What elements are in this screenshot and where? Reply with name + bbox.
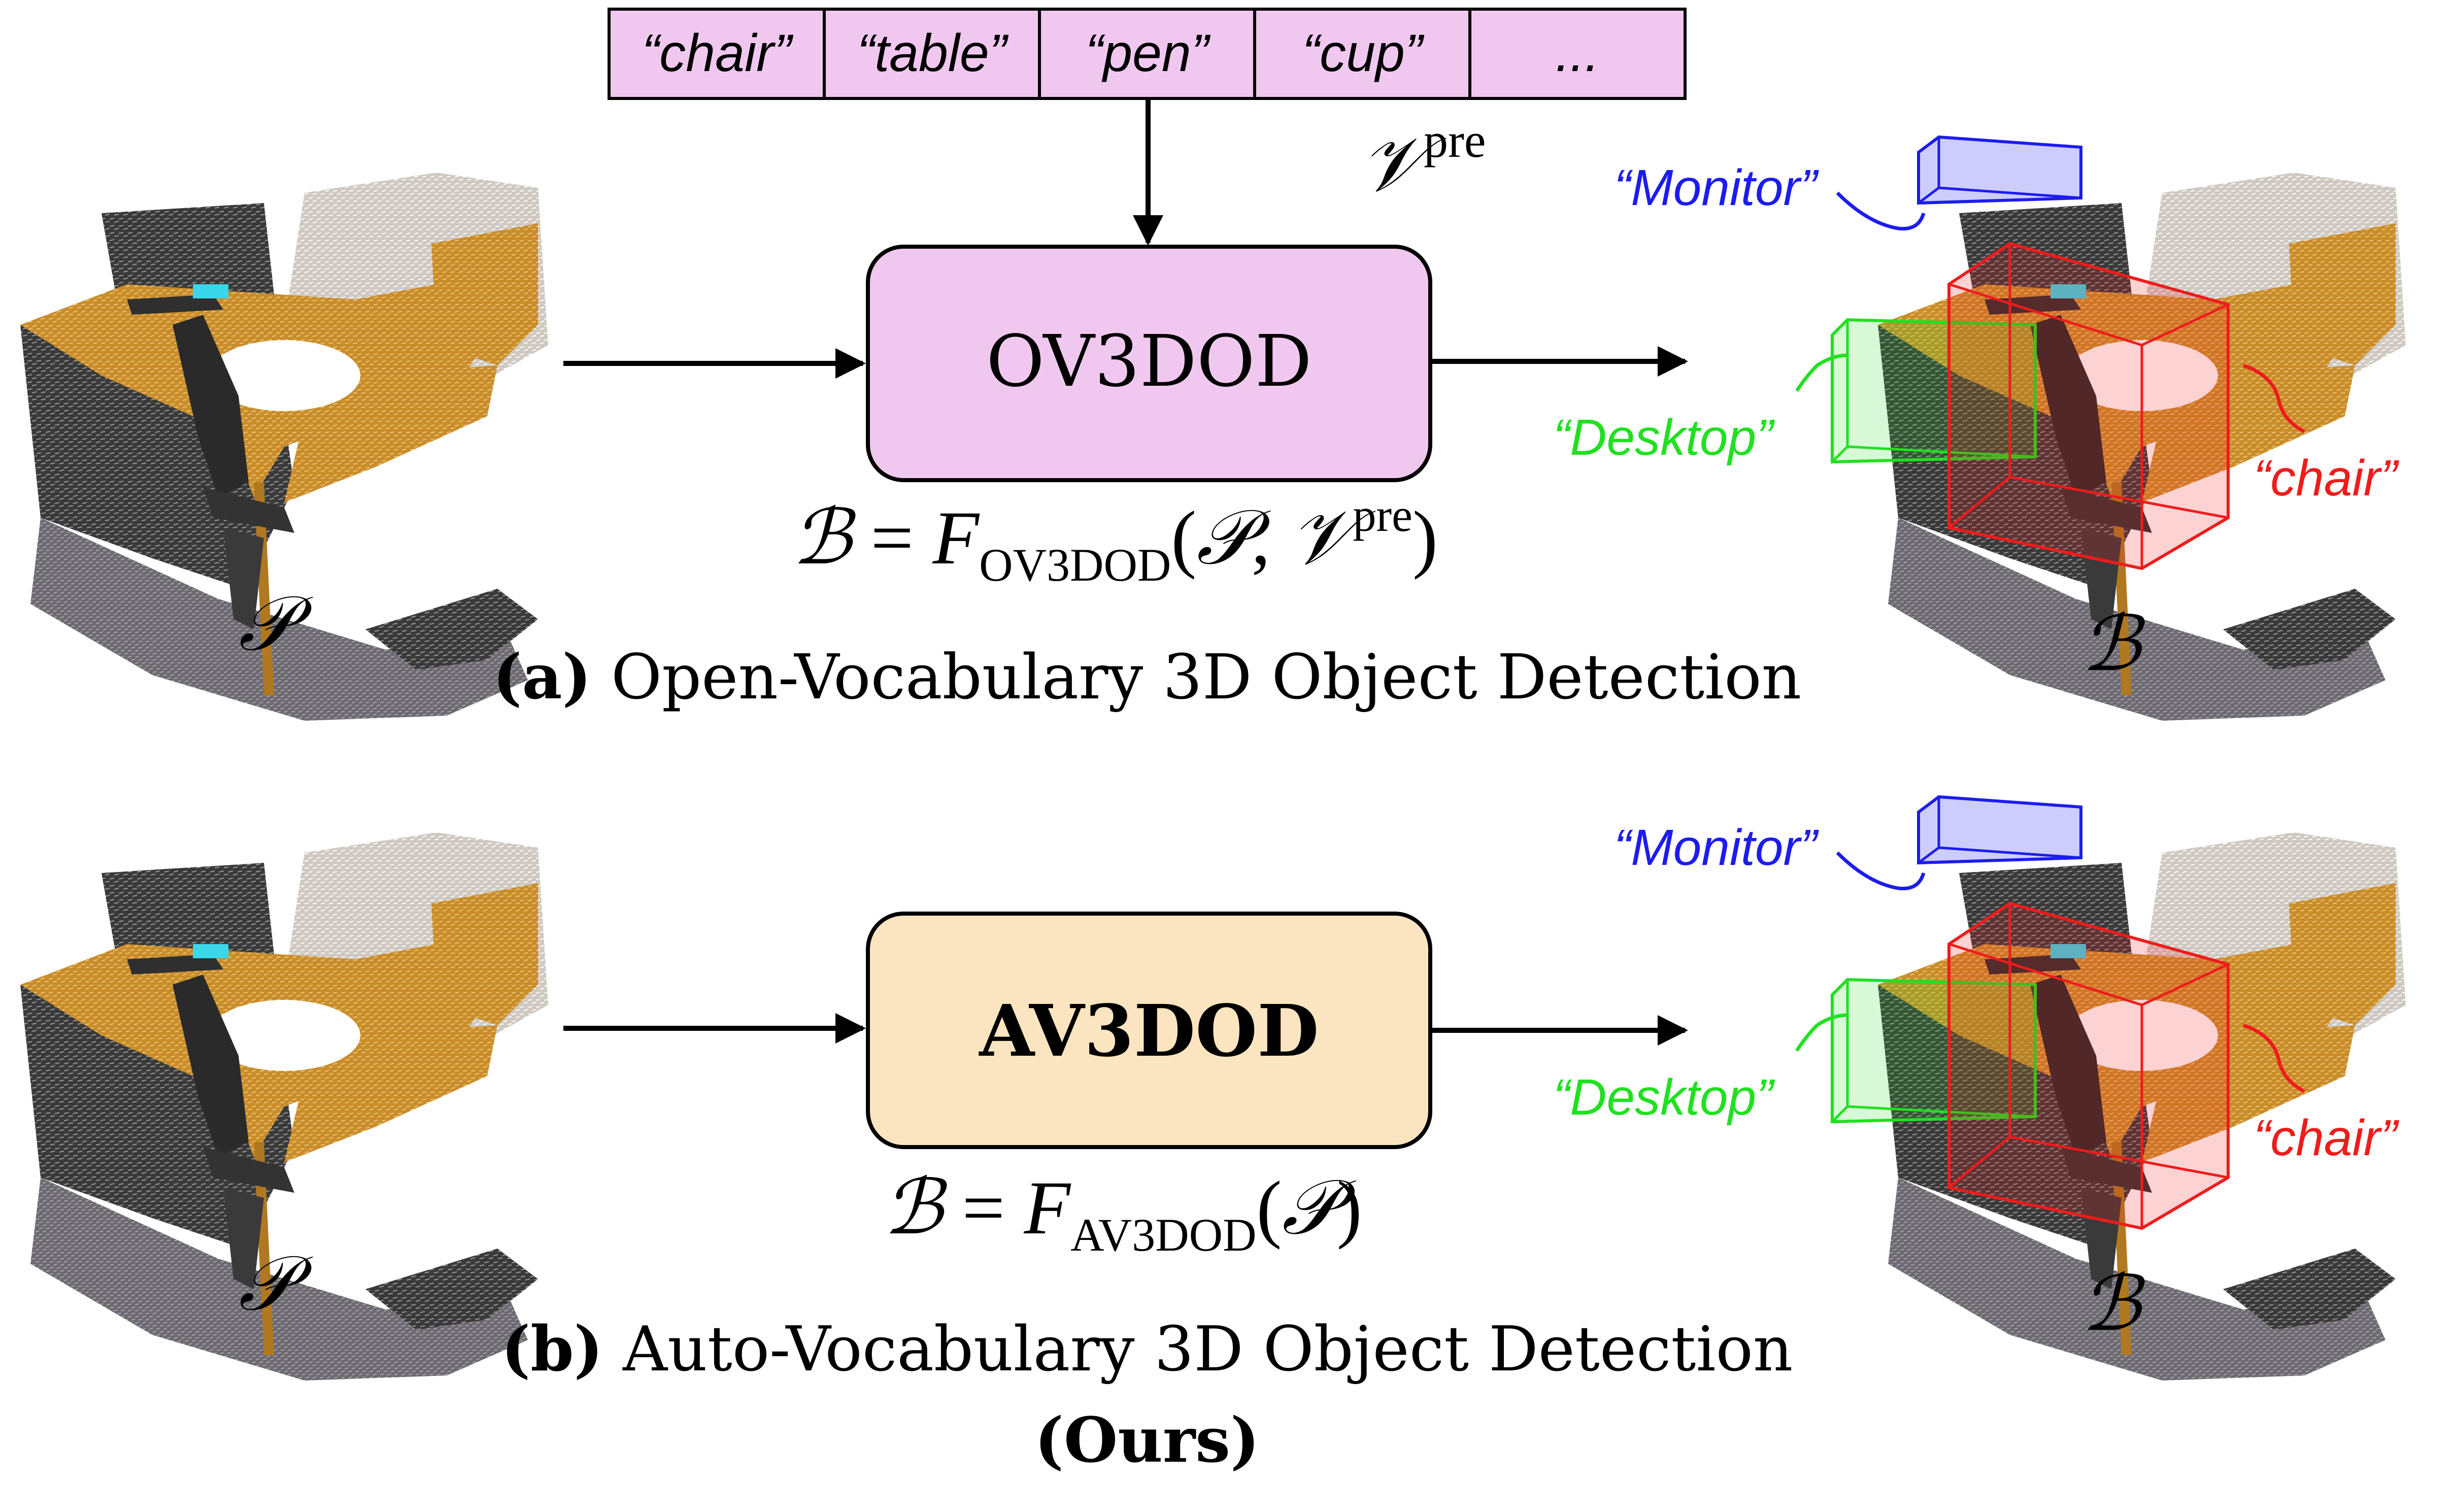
monitor-box-a xyxy=(1917,135,2082,205)
vocab-symbol: 𝒱pre xyxy=(1360,113,1486,207)
caption-b-text: Auto-Vocabulary 3D Object Detection xyxy=(603,1313,1793,1385)
output-point-cloud-a xyxy=(1831,135,2406,721)
desktop-label-a: “Desktop” xyxy=(1553,409,1775,466)
caption-a: (a) Open-Vocabulary 3D Object Detection xyxy=(493,640,1802,713)
equation-a: ℬ = FOV3DOD(𝒫, 𝒱pre) xyxy=(792,489,1438,591)
monitor-leader-b xyxy=(1836,851,1926,891)
output-point-cloud-b xyxy=(1831,795,2406,1381)
equation-a-fn: F xyxy=(932,496,980,580)
chair-box-b xyxy=(1947,901,2230,1230)
vocab-cell xyxy=(608,8,826,100)
chair-leader-b xyxy=(2242,1023,2305,1093)
vocab-symbol-sup: pre xyxy=(1424,113,1486,167)
chair-leader-a xyxy=(2242,363,2305,433)
equation-a-open: ( xyxy=(1171,496,1196,580)
caption-b-bold: (b) xyxy=(501,1312,603,1385)
vocab-item-chair: “chair” xyxy=(642,24,794,83)
equation-a-close: ) xyxy=(1413,496,1438,580)
av3dod-label: AV3DOD xyxy=(978,990,1319,1073)
av3dod-box xyxy=(866,912,1432,1149)
caption-b: (b) Auto-Vocabulary 3D Object Detection xyxy=(501,1312,1793,1385)
chair-label-b: “chair” xyxy=(2254,1110,2400,1166)
ov3dod-box xyxy=(866,245,1432,482)
equation-b-eq: = xyxy=(943,1166,1024,1250)
caption-a-bold: (a) xyxy=(493,640,592,713)
vocab-list: “chair” “table” “pen” “cup” ... xyxy=(608,8,1687,100)
equation-b-sub: AV3DOD xyxy=(1070,1209,1256,1261)
equation-a-arg2-sup: pre xyxy=(1353,489,1412,541)
monitor-label-b: “Monitor” xyxy=(1614,819,1820,876)
vocab-item-cup: “cup” xyxy=(1302,24,1425,83)
panel-a: “chair” “table” “pen” “cup” ... 𝒱pre 𝒫 O… xyxy=(20,8,2406,721)
equation-b-fn: F xyxy=(1024,1166,1071,1250)
ov3dod-label: OV3DOD xyxy=(986,320,1312,403)
desktop-leader-b xyxy=(1795,1013,1848,1052)
vocab-item-pen: “pen” xyxy=(1086,24,1211,83)
equation-b-lhs: ℬ xyxy=(883,1166,948,1250)
equation-a-lhs: ℬ xyxy=(792,496,856,580)
desktop-box-a xyxy=(1831,318,2037,464)
desktop-box-b xyxy=(1831,978,2037,1124)
equation-b: ℬ = FAV3DOD(𝒫) xyxy=(883,1166,1362,1261)
equation-b-open: ( xyxy=(1257,1166,1282,1250)
equation-b-close: ) xyxy=(1337,1166,1362,1250)
desktop-label-b: “Desktop” xyxy=(1553,1069,1775,1126)
vocab-cell xyxy=(1468,8,1687,100)
panel-b: 𝒫 AV3DOD ℬ = FAV3DOD(𝒫) (b) Auto-Vocabul… xyxy=(20,795,2406,1476)
output-symbol-b: ℬ xyxy=(2081,1262,2145,1347)
vocab-item-table: “table” xyxy=(857,24,1009,83)
desktop-leader-a xyxy=(1795,353,1848,392)
equation-a-comma: , xyxy=(1251,496,1289,580)
equation-a-eq: = xyxy=(852,496,933,580)
caption-a-text: Open-Vocabulary 3D Object Detection xyxy=(591,641,1801,713)
caption-b-ours: (Ours) xyxy=(1034,1403,1259,1476)
output-symbol-a: ℬ xyxy=(2081,602,2145,687)
vocab-cell xyxy=(823,8,1041,100)
equation-a-sub: OV3DOD xyxy=(979,539,1171,591)
vocab-item-ellipsis: ... xyxy=(1556,24,1600,83)
monitor-leader-a xyxy=(1836,191,1926,231)
chair-label-a: “chair” xyxy=(2254,450,2400,507)
chair-box-a xyxy=(1947,242,2230,570)
monitor-label-a: “Monitor” xyxy=(1614,159,1820,216)
monitor-box-b xyxy=(1917,795,2082,865)
